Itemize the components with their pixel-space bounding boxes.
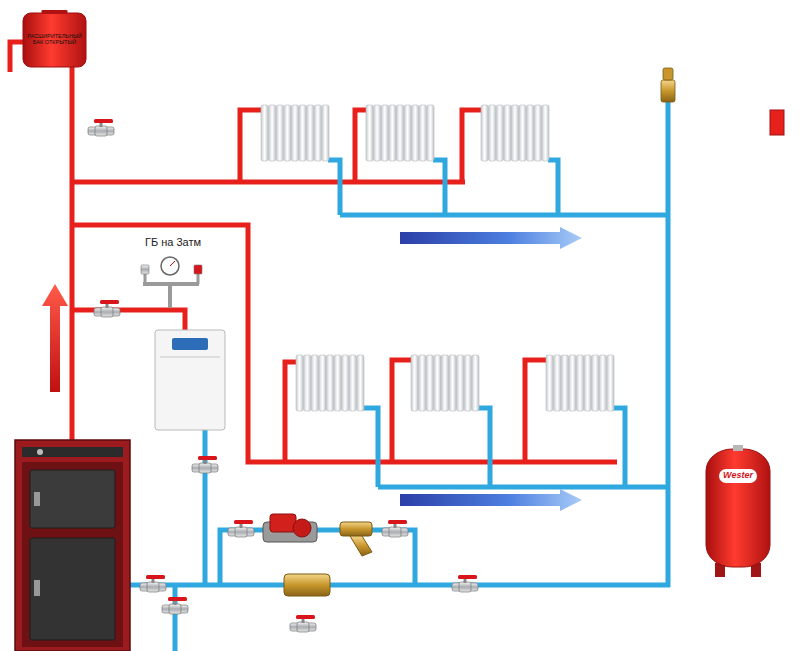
- flow-arrow: [400, 489, 582, 511]
- safety-group-pipe: [168, 284, 172, 308]
- supply-pipes: [10, 42, 617, 462]
- radiator: [411, 355, 479, 411]
- radiator: [366, 105, 434, 161]
- return-pipe: [478, 408, 490, 487]
- supply-pipe: [355, 110, 367, 182]
- boiler-door: [30, 538, 115, 640]
- strainer-leg: [350, 536, 372, 556]
- supply-pipe: [72, 180, 465, 185]
- ball-valve: [290, 615, 316, 632]
- supply-pipe: [240, 110, 262, 182]
- return-pipes: [130, 100, 670, 651]
- return-pipe: [328, 160, 340, 215]
- boiler-panel: [22, 447, 123, 457]
- return-pipe: [666, 100, 671, 587]
- boiler-door: [30, 470, 115, 528]
- tank-cap: [42, 10, 68, 14]
- air-valve: [141, 265, 149, 274]
- return-pipe: [613, 408, 625, 487]
- safety-group-manifold: [143, 282, 199, 286]
- pressure-gauge: [161, 257, 179, 275]
- drain-valve: [162, 597, 188, 614]
- air-vent-cap: [663, 68, 673, 80]
- door-handle: [34, 492, 40, 506]
- supply-pipe: [525, 360, 547, 462]
- tank-body: [23, 13, 86, 67]
- return-pipe: [378, 485, 668, 490]
- ball-valve: [192, 456, 218, 473]
- expansion-tank-open: РАСШИРИТЕЛЬНЫЙ БАК ОТКРЫТЫЙ: [22, 10, 87, 68]
- ball-valve: [94, 300, 120, 317]
- boiler-front: [22, 462, 123, 647]
- pump-motor: [270, 514, 296, 532]
- brand-logo: Wester: [719, 469, 757, 483]
- expansion-tank-wester: Wester: [705, 445, 771, 577]
- red-marker: [770, 110, 784, 135]
- radiator: [546, 355, 614, 411]
- boiler-knob: [37, 449, 43, 455]
- safety-valve: [194, 265, 202, 274]
- supply-pipe: [72, 310, 185, 332]
- ball-valve: [452, 575, 478, 592]
- ball-valve: [228, 520, 254, 537]
- tank-label: РАСШИРИТЕЛЬНЫЙ БАК ОТКРЫТЫЙ: [26, 33, 83, 45]
- flow-arrow-up: [42, 284, 68, 392]
- radiator: [296, 355, 364, 411]
- return-pipe: [130, 583, 670, 588]
- supply-pipe: [70, 66, 75, 445]
- return-pipe: [340, 213, 668, 218]
- solid-fuel-boiler: [15, 440, 130, 651]
- return-pipe: [433, 160, 445, 215]
- supply-pipe: [72, 225, 617, 462]
- drain-valve: [88, 119, 114, 136]
- pump-head: [293, 519, 311, 537]
- strainer: [340, 522, 372, 536]
- return-pipe: [203, 430, 208, 585]
- boiler-line: [160, 356, 220, 358]
- boiler-display: [172, 338, 208, 350]
- gauge-needle: [170, 261, 175, 266]
- supply-pipe: [285, 362, 297, 462]
- return-pipe: [548, 160, 558, 215]
- door-handle: [34, 580, 40, 596]
- ball-valve: [382, 520, 408, 537]
- return-pipe: [363, 408, 378, 487]
- supply-pipe: [462, 110, 482, 182]
- ball-valve: [140, 575, 166, 592]
- air-vent: [661, 80, 675, 102]
- supply-pipe: [10, 42, 24, 72]
- safety-group-label: ГБ на 3атм: [145, 236, 201, 249]
- check-valve: [284, 574, 330, 596]
- drain-pipe: [173, 585, 178, 651]
- radiator: [261, 105, 329, 161]
- flow-arrow: [400, 227, 582, 249]
- radiator: [481, 105, 549, 161]
- tank-body: [706, 449, 770, 567]
- supply-pipe: [392, 360, 412, 462]
- electric-boiler: [155, 330, 225, 430]
- tank-nipple: [733, 445, 743, 451]
- node-outline: [705, 445, 771, 577]
